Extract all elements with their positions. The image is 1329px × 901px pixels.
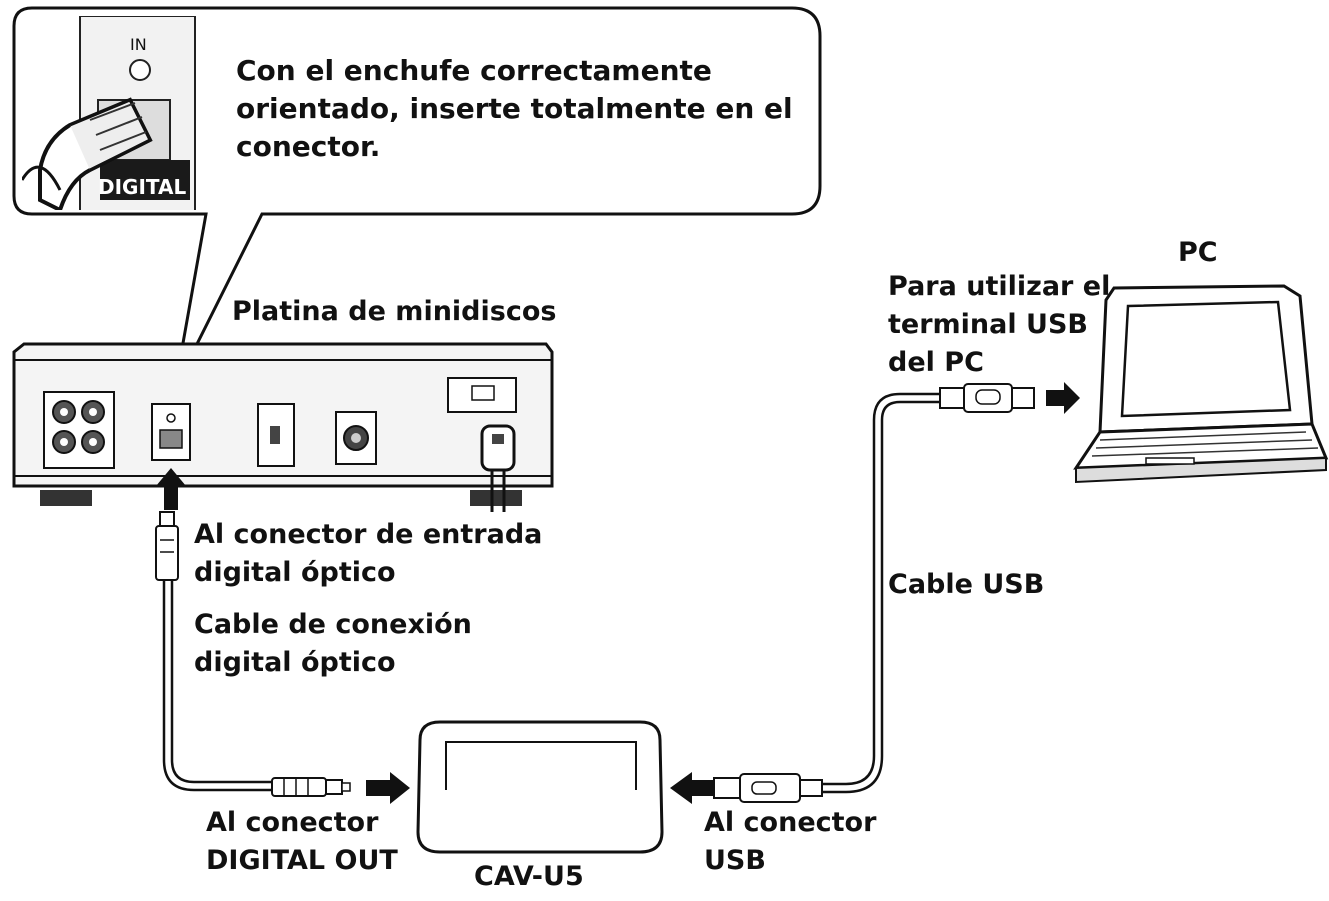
md-deck-label: Platina de minidiscos [232,296,557,327]
usb-connector-line-1: Al conector [704,807,877,838]
voltage-selector [447,377,517,413]
in-led-icon [129,59,151,81]
power-cord [480,424,516,512]
usb-connector-line-2: USB [704,845,766,876]
pc-label: PC [1178,237,1218,268]
inset-digital-label: DIGITAL [98,175,186,199]
usb-terminal-line-3: del PC [888,347,984,378]
cav-u5-label: CAV-U5 [474,861,584,892]
callout-line-3: conector. [236,130,381,163]
deck-switch [257,403,295,467]
laptop-pc-icon [1073,284,1329,484]
callout-bubble [12,6,822,389]
digital-out-line-2: DIGITAL OUT [206,845,398,876]
callout-instruction: Con el enchufe correctamente orientado, … [236,52,796,166]
usb-terminal-line-2: terminal USB [888,309,1088,340]
optical-cable-label: Cable de conexión digital óptico [194,606,472,682]
optical-cable-line-1: Cable de conexión [194,609,472,640]
digital-out-label: Al conector DIGITAL OUT [206,804,398,880]
optical-jack-closeup [22,16,214,210]
callout-line-2: orientado, inserte totalmente en el [236,92,793,125]
optical-input-label: Al conector de entrada digital óptico [194,516,542,592]
usb-terminal-label: Para utilizar el terminal USB del PC [888,268,1110,382]
usb-cable [713,383,1035,803]
optical-input-line-2: digital óptico [194,557,396,588]
cav-u5-unit [416,720,664,854]
optical-input-line-1: Al conector de entrada [194,519,543,550]
usb-connector-label: Al conector USB [704,804,876,880]
inset-in-label: IN [130,35,147,54]
control-jack [335,411,377,465]
optical-in-port [151,403,191,461]
usb-in-arrow [670,772,714,804]
callout-line-1: Con el enchufe correctamente [236,54,712,87]
usb-terminal-line-1: Para utilizar el [888,271,1111,302]
digital-out-line-1: Al conector [206,807,379,838]
pc-usb-arrow [1046,382,1080,414]
rca-jacks [43,391,115,469]
digital-out-arrow [366,772,410,804]
optical-cable [155,511,351,797]
usb-cable-label: Cable USB [888,569,1045,600]
optical-insert-arrow [156,468,186,510]
optical-cable-line-2: digital óptico [194,647,396,678]
md-deck [12,342,554,512]
